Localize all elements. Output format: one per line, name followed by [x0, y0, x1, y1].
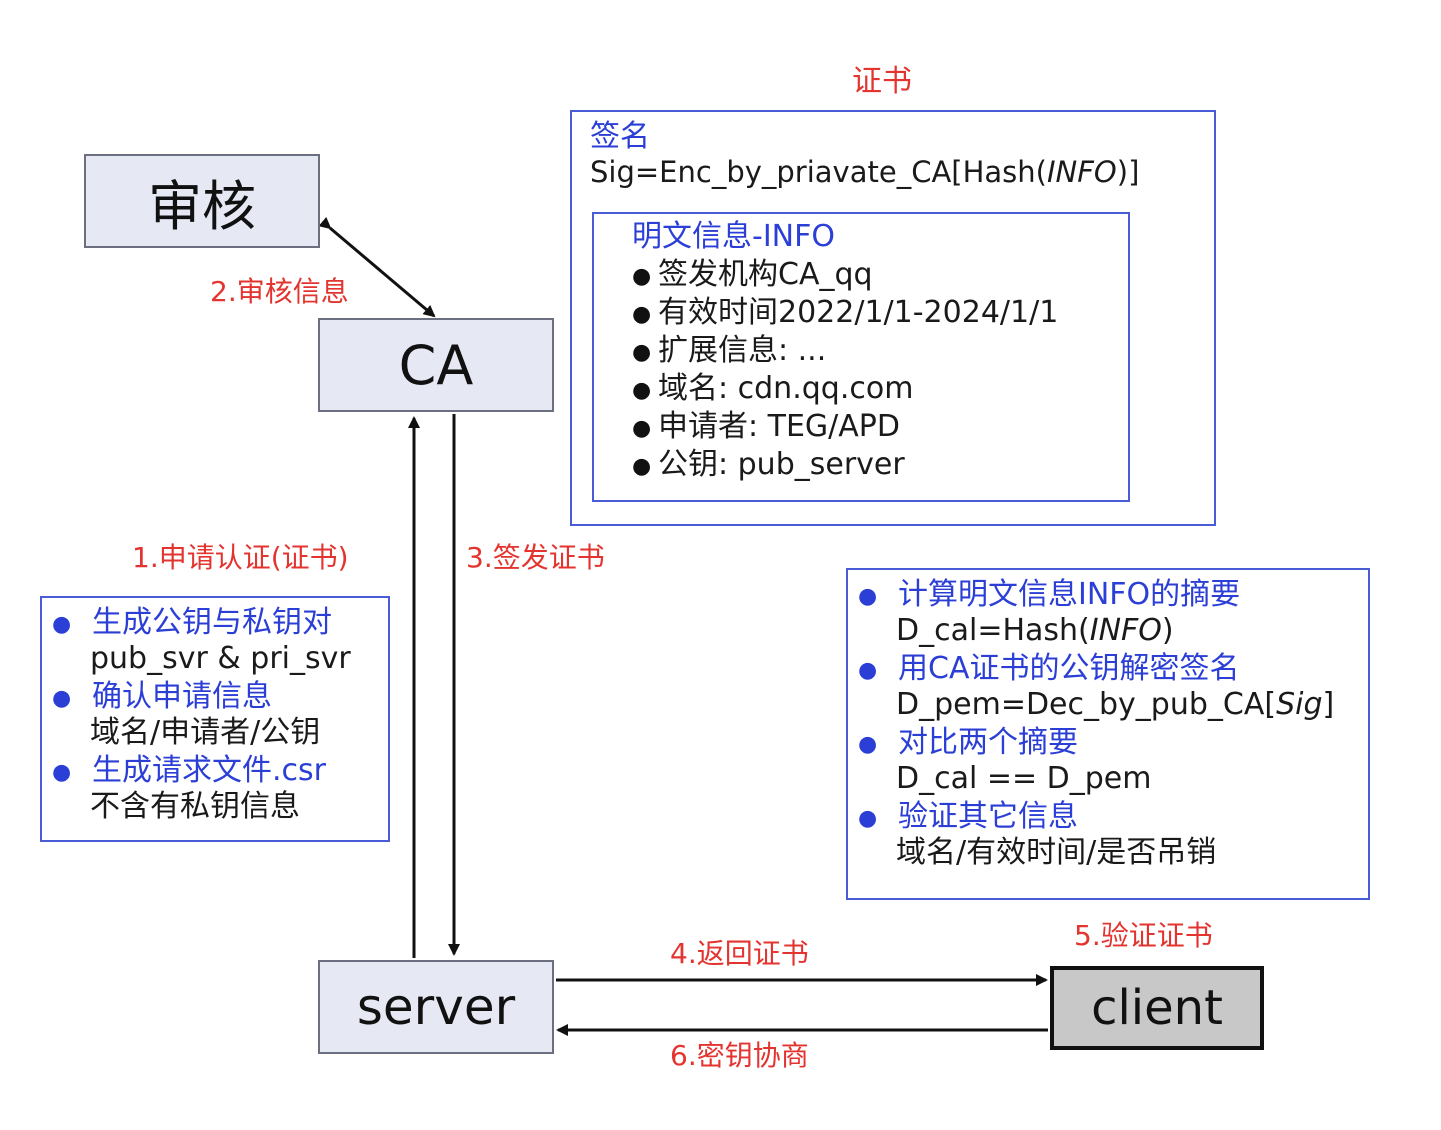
bullet-icon: ● — [858, 584, 878, 609]
step-1-label: 1.申请认证(证书) — [132, 541, 349, 574]
client-steps-panel: ● 计算明文信息INFO的摘要 D_cal=Hash(INFO) ● 用CA证书… — [846, 568, 1370, 900]
bullet-icon: ● — [858, 732, 878, 757]
server-step-title: 确认申请信息 — [92, 679, 272, 714]
server-step-detail: 不含有私钥信息 — [90, 789, 300, 824]
bullet-icon: ● — [52, 760, 72, 785]
info-item: 域名: cdn.qq.com — [658, 371, 914, 406]
info-item: 有效时间2022/1/1-2024/1/1 — [658, 295, 1059, 330]
bullet-icon: ● — [52, 612, 72, 637]
client-node: client — [1050, 966, 1264, 1050]
signature-title: 签名 — [590, 119, 650, 154]
bullet-icon: ● — [52, 686, 72, 711]
bullet-icon: ● — [858, 806, 878, 831]
client-step-detail: D_cal=Hash(INFO) — [896, 613, 1174, 648]
info-title: 明文信息-INFO — [632, 219, 835, 254]
server-steps-panel: ● 生成公钥与私钥对 pub_svr & pri_svr ● 确认申请信息 域名… — [40, 596, 390, 842]
info-item: 签发机构CA_qq — [658, 257, 873, 292]
step-5-label: 5.验证证书 — [1074, 919, 1213, 952]
info-item: 扩展信息: ... — [658, 333, 827, 368]
info-item: 公钥: pub_server — [658, 447, 905, 482]
info-item: 申请者: TEG/APD — [658, 409, 900, 444]
client-step-detail: D_pem=Dec_by_pub_CA[Sig] — [896, 687, 1335, 722]
certificate-title: 证书 — [852, 64, 912, 99]
client-step-title: 计算明文信息INFO的摘要 — [898, 577, 1241, 612]
bullet-icon: ● — [632, 340, 652, 365]
step-6-label: 6.密钥协商 — [670, 1039, 809, 1072]
server-node: server — [318, 960, 554, 1054]
bullet-icon: ● — [632, 264, 652, 289]
server-step-title: 生成请求文件.csr — [92, 753, 326, 788]
arrow-audit-ca — [318, 216, 436, 318]
bullet-icon: ● — [632, 416, 652, 441]
ca-node: CA — [318, 318, 554, 412]
certificate-panel: 签名 Sig=Enc_by_priavate_CA[Hash(INFO)] 明文… — [570, 110, 1216, 526]
client-step-detail: 域名/有效时间/是否吊销 — [896, 835, 1217, 870]
step-2-label: 2.审核信息 — [210, 275, 349, 308]
bullet-icon: ● — [858, 658, 878, 683]
bullet-icon: ● — [632, 302, 652, 327]
audit-node: 审核 — [84, 154, 320, 248]
client-step-title: 验证其它信息 — [898, 799, 1078, 834]
step-3-label: 3.签发证书 — [466, 541, 605, 574]
bullet-icon: ● — [632, 454, 652, 479]
server-step-detail: pub_svr & pri_svr — [90, 641, 351, 676]
server-step-detail: 域名/申请者/公钥 — [90, 715, 321, 750]
bullet-icon: ● — [632, 378, 652, 403]
client-step-title: 对比两个摘要 — [898, 725, 1078, 760]
info-panel: 明文信息-INFO ● 签发机构CA_qq ● 有效时间2022/1/1-202… — [592, 212, 1130, 502]
server-step-title: 生成公钥与私钥对 — [92, 605, 332, 640]
step-4-label: 4.返回证书 — [670, 937, 809, 970]
signature-formula: Sig=Enc_by_priavate_CA[Hash(INFO)] — [590, 155, 1140, 189]
client-step-title: 用CA证书的公钥解密签名 — [898, 651, 1240, 686]
client-step-detail: D_cal == D_pem — [896, 761, 1152, 796]
